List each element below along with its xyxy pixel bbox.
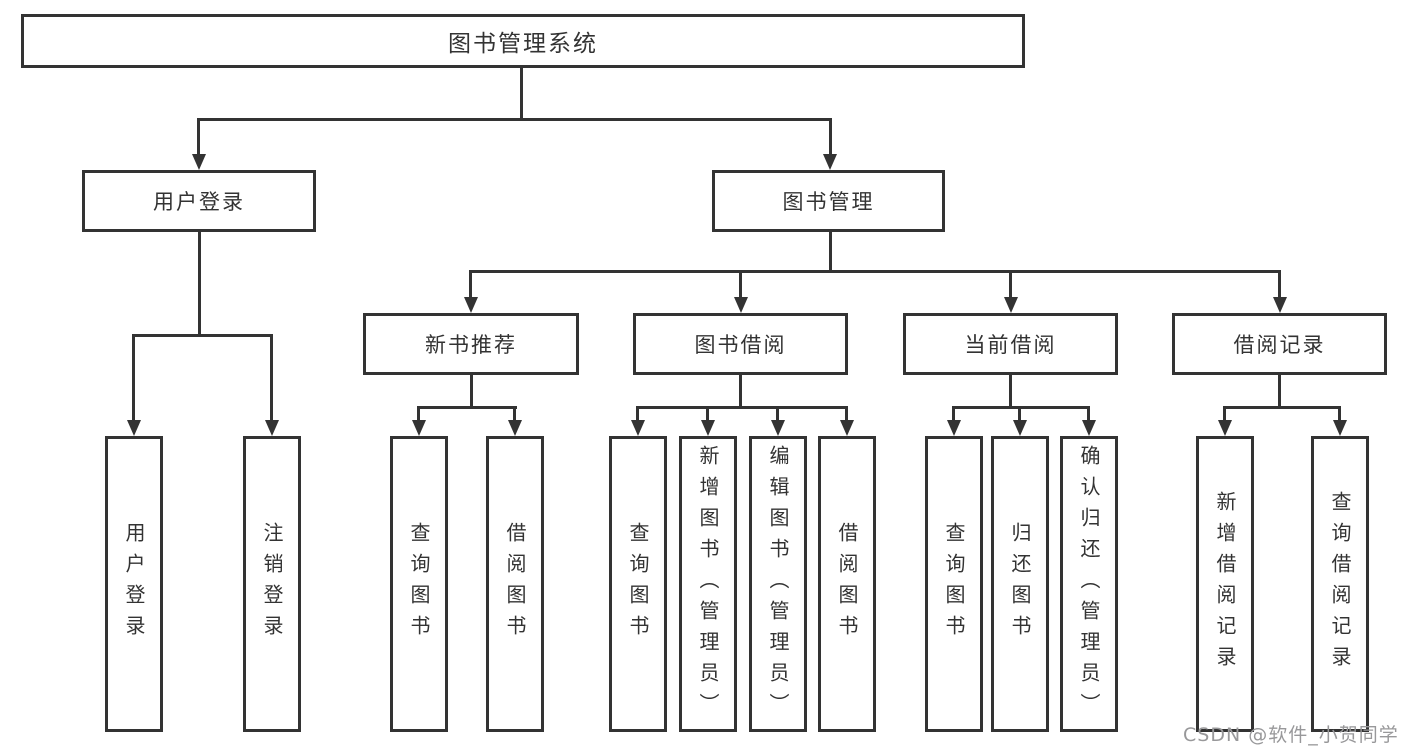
node-new-book-recommendation: 新书推荐 [363, 313, 579, 375]
leaf-return-books: 归还图书 [991, 436, 1049, 732]
leaf-query-borrow-record: 查询借阅记录 [1311, 436, 1369, 732]
leaf-label: 编辑图书（管理员） [766, 444, 790, 724]
node-library-management-system: 图书管理系统 [21, 14, 1025, 68]
edge-borrow-records-drop-2 [1338, 406, 1341, 422]
edge-current-borrow-stem [1009, 375, 1012, 409]
edge-borrow-records-stem [1278, 375, 1281, 409]
leaf-borrow-books-borrowing: 借阅图书 [818, 436, 876, 732]
leaf-label: 借阅图书 [503, 522, 527, 646]
leaf-label: 查询图书 [407, 522, 431, 646]
leaf-query-books-recommend: 查询图书 [390, 436, 448, 732]
edge-root-drop-left [197, 118, 200, 156]
arrowhead-query-record-e2 [1333, 420, 1347, 436]
arrowhead-query-books-c1 [631, 420, 645, 436]
node-label: 图书借阅 [694, 333, 787, 357]
node-label: 新书推荐 [425, 333, 517, 357]
arrowhead-current-borrowing [1004, 297, 1018, 313]
edge-book-mgmt-stem [829, 232, 832, 272]
arrowhead-login [127, 420, 141, 436]
edge-book-borrow-drop-3 [776, 406, 779, 422]
csdn-watermark: CSDN @软件_小贺同学 [1183, 724, 1399, 746]
arrowhead-book-borrowing [734, 297, 748, 313]
node-label: 当前借阅 [964, 333, 1057, 357]
edge-new-book-bar [417, 406, 517, 409]
leaf-label: 新增借阅记录 [1213, 491, 1237, 677]
edge-user-login-stem [198, 232, 201, 335]
edge-current-borrow-drop-3 [1087, 406, 1090, 422]
edge-borrow-records-drop-1 [1223, 406, 1226, 422]
arrowhead-book-management [823, 154, 837, 170]
leaf-query-books-current: 查询图书 [925, 436, 983, 732]
arrowhead-borrowing-records [1273, 297, 1287, 313]
arrowhead-borrow-books-b2 [508, 420, 522, 436]
leaf-add-borrow-record: 新增借阅记录 [1196, 436, 1254, 732]
edge-user-login-drop-2 [270, 334, 273, 422]
edge-borrow-records-bar [1223, 406, 1341, 409]
edge-book-borrow-drop-4 [845, 406, 848, 422]
edge-new-book-stem [470, 375, 473, 409]
edge-book-mgmt-bar [469, 270, 1281, 273]
edge-current-borrow-drop-1 [952, 406, 955, 422]
leaf-label: 查询借阅记录 [1328, 491, 1352, 677]
edge-book-borrow-drop-2 [706, 406, 709, 422]
edge-book-mgmt-drop-4 [1278, 270, 1281, 299]
leaf-label: 新增图书（管理员） [696, 444, 720, 724]
node-label: 图书管理系统 [448, 31, 598, 57]
edge-book-mgmt-drop-3 [1009, 270, 1012, 299]
node-label: 借阅记录 [1233, 333, 1326, 357]
arrowhead-edit-books-c3 [771, 420, 785, 436]
leaf-label: 确认归还（管理员） [1077, 444, 1101, 724]
node-current-borrowing: 当前借阅 [903, 313, 1118, 375]
arrowhead-return-books-d2 [1013, 420, 1027, 436]
arrowhead-add-record-e1 [1218, 420, 1232, 436]
leaf-user-login: 用户登录 [105, 436, 163, 732]
leaf-edit-books-admin: 编辑图书（管理员） [749, 436, 807, 732]
leaf-label: 归还图书 [1008, 522, 1032, 646]
leaf-query-books-borrowing: 查询图书 [609, 436, 667, 732]
arrowhead-user-login [192, 154, 206, 170]
node-book-borrowing: 图书借阅 [633, 313, 848, 375]
node-book-management: 图书管理 [712, 170, 945, 232]
edge-root-bar [197, 118, 832, 121]
edge-current-borrow-bar [952, 406, 1090, 409]
node-user-login: 用户登录 [82, 170, 316, 232]
edge-root-stem [520, 68, 523, 121]
arrowhead-confirm-return-d3 [1082, 420, 1096, 436]
edge-root-drop-right [829, 118, 832, 156]
node-borrowing-records: 借阅记录 [1172, 313, 1387, 375]
edge-book-mgmt-drop-1 [469, 270, 472, 299]
leaf-add-books-admin: 新增图书（管理员） [679, 436, 737, 732]
leaf-label: 查询图书 [942, 522, 966, 646]
edge-new-book-drop-2 [513, 406, 516, 422]
edge-new-book-drop-1 [417, 406, 420, 422]
leaf-label: 注销登录 [260, 522, 284, 646]
leaf-logout: 注销登录 [243, 436, 301, 732]
arrowhead-borrow-books-c4 [840, 420, 854, 436]
edge-book-mgmt-drop-2 [739, 270, 742, 299]
arrowhead-query-books-d1 [947, 420, 961, 436]
edge-book-borrow-stem [739, 375, 742, 409]
arrowhead-query-books-b1 [412, 420, 426, 436]
arrowhead-logout [265, 420, 279, 436]
leaf-label: 借阅图书 [835, 522, 859, 646]
edge-book-borrow-drop-1 [636, 406, 639, 422]
arrowhead-add-books-c2 [701, 420, 715, 436]
edge-user-login-bar [132, 334, 273, 337]
leaf-confirm-return-admin: 确认归还（管理员） [1060, 436, 1118, 732]
arrowhead-new-book-rec [464, 297, 478, 313]
node-label: 图书管理 [782, 190, 875, 214]
leaf-borrow-books-recommend: 借阅图书 [486, 436, 544, 732]
edge-book-borrow-bar [636, 406, 848, 409]
node-label: 用户登录 [153, 190, 245, 214]
leaf-label: 用户登录 [122, 522, 146, 646]
edge-user-login-drop-1 [132, 334, 135, 422]
leaf-label: 查询图书 [626, 522, 650, 646]
edge-current-borrow-drop-2 [1018, 406, 1021, 422]
